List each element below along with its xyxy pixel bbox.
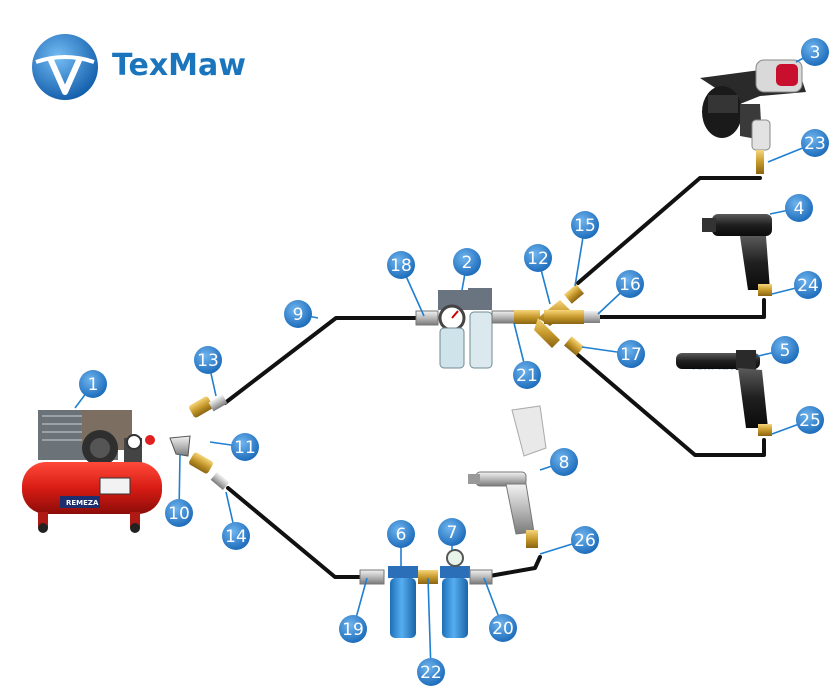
svg-text:2: 2: [462, 253, 473, 273]
badge-8: 8: [550, 448, 578, 476]
svg-text:6: 6: [396, 525, 407, 545]
splitter-fitting: [169, 394, 230, 490]
filter-6-body: [390, 578, 416, 638]
svg-text:3: 3: [810, 43, 821, 63]
filter-regulator-lubricator: [415, 288, 517, 369]
svg-text:14: 14: [225, 527, 247, 547]
badge-23: 23: [801, 129, 829, 157]
hose-to-impact-wrench: [598, 298, 766, 319]
svg-text:22: 22: [420, 663, 442, 683]
svg-text:11: 11: [234, 438, 256, 458]
badge-15: 15: [571, 211, 599, 239]
brand-logo: [30, 32, 280, 102]
svg-text:1: 1: [88, 375, 99, 395]
coil-nailer: [700, 59, 806, 174]
hose-compressor-to-frl: [223, 316, 418, 405]
badge-3: 3: [801, 38, 829, 66]
filter-7-gauge-icon: [446, 549, 464, 567]
frl-outlet-nipple: [491, 310, 517, 324]
svg-text:21: 21: [516, 366, 538, 386]
badge-9: 9: [284, 300, 312, 328]
hose-to-ratchet: [576, 353, 766, 457]
svg-text:23: 23: [804, 134, 826, 154]
svg-text:25: 25: [799, 411, 821, 431]
logo-wordmark: TexMaw: [112, 48, 246, 83]
badge-21: 21: [513, 361, 541, 389]
svg-text:9: 9: [293, 305, 304, 325]
inline-filters: [359, 549, 493, 638]
badge-17: 17: [617, 340, 645, 368]
hose-to-nailer: [576, 176, 762, 285]
badge-24: 24: [794, 271, 822, 299]
spray-gun: [468, 405, 547, 548]
svg-text:12: 12: [527, 249, 549, 269]
svg-text:5: 5: [780, 341, 791, 361]
svg-text:18: 18: [390, 256, 412, 276]
hose-compressor-to-filters: [226, 486, 362, 579]
badge-26: 26: [571, 526, 599, 554]
svg-text:16: 16: [619, 275, 641, 295]
compressor-label: [99, 477, 131, 495]
badge-2: 2: [453, 248, 481, 276]
badge-22: 22: [417, 658, 445, 686]
spray-gun-cup: [511, 405, 547, 457]
badge-1: 1: [79, 370, 107, 398]
frl-inlet-coupling: [415, 310, 439, 326]
badge-12: 12: [524, 244, 552, 272]
hose-filters-to-spraygun: [482, 555, 542, 579]
badge-5: 5: [771, 336, 799, 364]
svg-text:7: 7: [447, 523, 458, 543]
svg-text:20: 20: [492, 619, 514, 639]
compressor-tank: [22, 462, 162, 514]
hoses: [223, 176, 766, 579]
compressor-brand-plate: [60, 496, 100, 508]
badge-18: 18: [387, 251, 415, 279]
badge-7: 7: [438, 518, 466, 546]
badge-6: 6: [387, 520, 415, 548]
svg-text:8: 8: [559, 453, 570, 473]
svg-text:26: 26: [574, 531, 596, 551]
badge-20: 20: [489, 614, 517, 642]
svg-text:4: 4: [794, 199, 805, 219]
air-compressor: REMEZA: [22, 410, 162, 533]
svg-text:13: 13: [197, 351, 219, 371]
badge-11: 11: [231, 433, 259, 461]
svg-text:15: 15: [574, 216, 596, 236]
logo-emblem-icon: [32, 34, 98, 100]
badge-25: 25: [796, 406, 824, 434]
brass-manifold: [514, 284, 600, 356]
svg-text:24: 24: [797, 276, 819, 296]
impact-wrench: [702, 214, 772, 296]
badge-10: 10: [165, 499, 193, 527]
badge-4: 4: [785, 194, 813, 222]
badge-14: 14: [222, 522, 250, 550]
badge-16: 16: [616, 270, 644, 298]
svg-text:19: 19: [342, 620, 364, 640]
filter-7-body: [442, 578, 468, 638]
pressure-gauge-icon: [126, 434, 142, 450]
svg-text:17: 17: [620, 345, 642, 365]
number-badges: 1 2 3 4 5 6 7 8 9 10 11 12 13 14 15 16 1…: [79, 38, 829, 686]
compressor-brand-text: REMEZA: [66, 499, 99, 507]
svg-text:10: 10: [168, 504, 190, 524]
badge-19: 19: [339, 615, 367, 643]
badge-13: 13: [194, 346, 222, 374]
air-ratchet: [676, 350, 772, 436]
